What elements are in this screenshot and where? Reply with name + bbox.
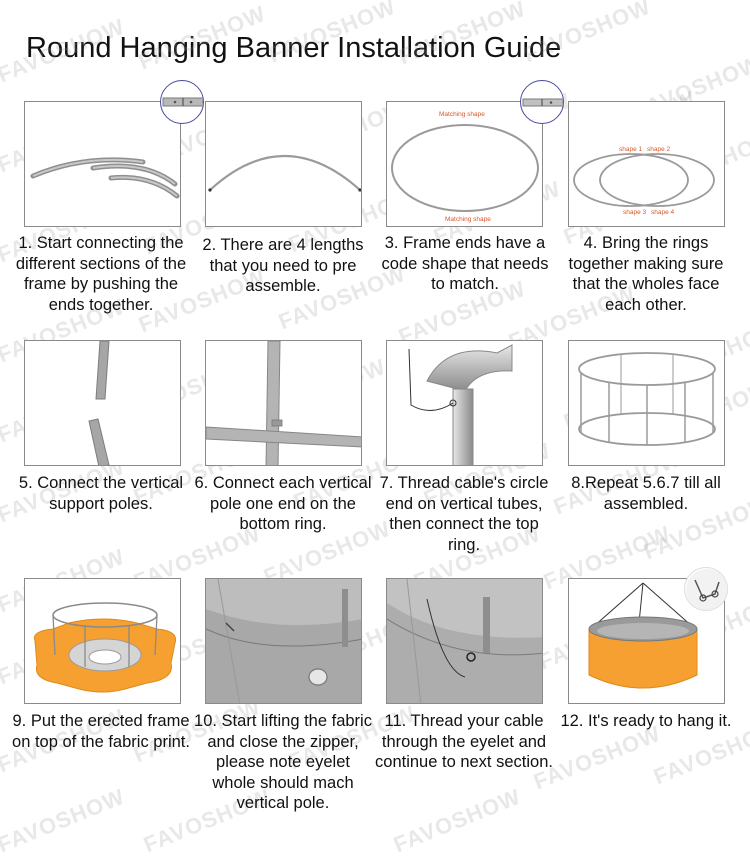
assembled-frame-icon: [578, 352, 716, 446]
step-7-image: [386, 340, 543, 466]
step-9-image: [24, 578, 181, 704]
two-rings-icon: [573, 153, 715, 207]
connector-detail-icon: [520, 80, 564, 124]
hook-detail-icon: [684, 567, 728, 611]
step-8-caption: 8.Repeat 5.6.7 till all assembled.: [571, 474, 721, 513]
cable-tube-icon: [408, 344, 513, 465]
step-10-image: [205, 578, 362, 704]
step-4-image: shape 1 shape 2 shape 3 shape 4: [568, 101, 725, 227]
shape-label: shape 1: [619, 146, 643, 153]
step-8-image: [568, 340, 725, 466]
step-10-caption: 10. Start lifting the fabric and close t…: [194, 712, 372, 812]
step-3-image: Matching shape Matching shape: [386, 101, 543, 227]
step-11-caption: 11. Thread your cable through the eyelet…: [375, 712, 553, 771]
step-7-caption: 7. Thread cable's circle end on vertical…: [379, 474, 549, 554]
step-2-caption: 2. There are 4 lengths that you need to …: [202, 236, 364, 295]
step-6-image: [205, 340, 362, 466]
step-1-caption: 1. Start connecting the different sectio…: [15, 234, 187, 314]
step-2-image: [205, 101, 362, 227]
watermark: FAVOSHOW: [390, 783, 525, 858]
step-1-image: [24, 101, 181, 227]
vertical-pole-icon: [88, 341, 110, 465]
cable-eyelet-icon: [387, 579, 542, 703]
step-9-caption: 9. Put the erected frame on top of the f…: [12, 712, 190, 751]
step-12-caption: 12. It's ready to hang it.: [560, 712, 732, 730]
connector-detail-icon: [160, 80, 204, 124]
pole-ring-joint-icon: [206, 341, 361, 465]
shape-label: Matching shape: [439, 111, 485, 118]
ring-frame-icon: [391, 124, 539, 212]
step-3-caption: 3. Frame ends have a code shape that nee…: [381, 234, 549, 293]
shape-label: Matching shape: [445, 216, 491, 223]
page-title: Round Hanging Banner Installation Guide: [26, 32, 562, 64]
fabric-zipper-icon: [206, 579, 361, 703]
step-11-image: [386, 578, 543, 704]
step-5-caption: 5. Connect the vertical support poles.: [18, 474, 184, 513]
step-4-caption: 4. Bring the rings together making sure …: [568, 234, 724, 314]
frame-on-fabric-icon: [33, 602, 177, 693]
hanging-banner-icon: [588, 582, 698, 689]
step-5-image: [24, 340, 181, 466]
frame-sections-icon: [30, 157, 180, 199]
arc-frame-icon: [208, 154, 361, 192]
step-6-caption: 6. Connect each vertical pole one end on…: [194, 474, 372, 533]
shape-label: shape 3: [623, 209, 647, 216]
shape-label: shape 2: [647, 146, 671, 153]
watermark: FAVOSHOW: [0, 783, 129, 858]
shape-label: shape 4: [651, 209, 675, 216]
